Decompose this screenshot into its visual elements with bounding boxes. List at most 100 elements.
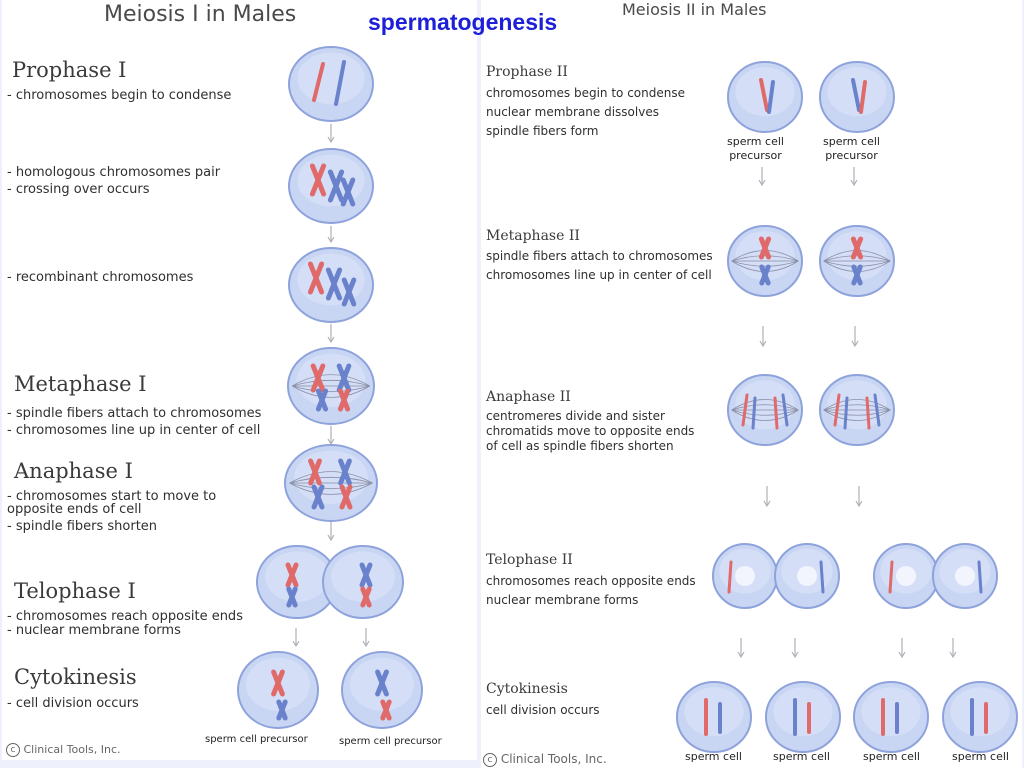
cell-highlight	[297, 52, 365, 105]
stage-description: spindle fibers attach to chromosomes chr…	[486, 247, 713, 285]
spindle-fiber	[292, 374, 370, 387]
chromosome	[819, 560, 825, 594]
credit: c Clinical Tools, Inc.	[6, 743, 121, 757]
description-line: - chromosomes begin to condense	[7, 88, 232, 103]
chromosome	[843, 396, 849, 430]
chromosome	[337, 388, 351, 412]
chromosome	[977, 560, 983, 594]
stage-name-metaphase-2: Metaphase II	[486, 228, 580, 244]
description-line: chromosomes line up in center of cell	[486, 268, 712, 282]
meiosis-2-title: Meiosis II in Males	[622, 0, 767, 19]
arrow-head	[327, 534, 335, 542]
cell-label: sperm cell precursor	[205, 734, 308, 745]
chromosome	[851, 264, 863, 286]
description-line: chromosomes begin to condense	[486, 86, 685, 100]
stage-name-cytokinesis-2: Cytokinesis	[486, 681, 568, 697]
precursor-label-line: sperm cell	[823, 135, 880, 148]
stage-description: cell division occurs	[486, 701, 600, 720]
spindle-fiber	[823, 404, 891, 411]
precursor-label-line: precursor	[729, 149, 782, 162]
chromosome	[307, 261, 325, 295]
cell-label: sperm cell precursor	[339, 736, 442, 747]
chromosome	[276, 699, 288, 721]
chromosome	[851, 78, 861, 112]
stage-name-prophase-2: Prophase II	[486, 64, 568, 80]
chromosome	[315, 388, 329, 412]
spindle-fiber	[292, 385, 370, 393]
spindle-fiber	[731, 409, 799, 421]
stage-description: - recombinant chromosomes	[7, 269, 193, 286]
arrow-head	[327, 136, 335, 144]
chromosome	[767, 80, 775, 114]
stage-description: chromosomes begin to condense nuclear me…	[486, 84, 685, 141]
spindle-fiber	[731, 404, 799, 411]
chromosome	[781, 393, 789, 427]
sperm-cell-label: sperm cell	[952, 750, 1009, 763]
description-line: - homologous chromosomes pair	[7, 165, 221, 180]
cell-highlight	[773, 687, 833, 737]
arrow-head	[758, 179, 766, 187]
stage-description: - spindle fibers attach to chromosomes -…	[7, 405, 261, 439]
credit-text: Clinical Tools, Inc.	[23, 743, 121, 756]
chromosome	[325, 267, 343, 301]
description-line: - spindle fibers shorten	[7, 519, 158, 534]
spindle-fiber	[731, 255, 799, 262]
chromosome	[334, 60, 346, 106]
precursor-label: sperm cell precursor	[727, 135, 784, 163]
description-line: centromeres divide and sister	[486, 409, 665, 423]
main-title: spermatogenesis	[368, 9, 558, 35]
nucleus	[896, 566, 916, 586]
spindle-fiber	[292, 379, 370, 387]
description-line: chromatids move to opposite ends	[486, 424, 695, 438]
spindle-fiber	[731, 409, 799, 416]
spindle-fiber	[292, 385, 370, 398]
spindle-fiber	[731, 399, 799, 411]
chromosome	[311, 484, 325, 510]
precursor-label-line: precursor	[825, 149, 878, 162]
credit: c Clinical Tools, Inc.	[483, 752, 607, 767]
stage-description: - chromosomes start to move to opposite …	[7, 490, 216, 533]
description-line: opposite ends of cell	[7, 502, 142, 517]
description-line: chromosomes reach opposite ends	[486, 574, 696, 588]
chromosome	[340, 177, 356, 207]
chromosome	[380, 699, 392, 721]
description-line: - chromosomes start to move to	[7, 489, 217, 504]
sperm-cell-label: sperm cell	[685, 750, 742, 763]
chromosome	[759, 78, 769, 112]
chromosome	[341, 277, 357, 307]
chromosome	[310, 363, 326, 393]
chromosome	[327, 169, 345, 203]
spindle-fiber	[823, 409, 891, 421]
arrow-head	[898, 651, 906, 659]
copyright-icon: c	[6, 743, 20, 757]
spindle-fiber	[823, 260, 891, 267]
nucleus	[735, 566, 755, 586]
sperm-cell-label: sperm cell	[863, 750, 920, 763]
arrow-head	[850, 179, 858, 187]
arrow-head	[791, 651, 799, 659]
arrow-head	[763, 500, 771, 508]
sperm-cell-label: sperm cell	[773, 750, 830, 763]
arrow-head	[855, 500, 863, 508]
chromosome	[338, 458, 352, 486]
description-line: of cell as spindle fibers shorten	[486, 439, 674, 453]
description-line: - cell division occurs	[7, 696, 139, 711]
arrow-head	[327, 336, 335, 344]
chromosome	[286, 586, 298, 608]
spindle-fiber	[823, 409, 891, 416]
arrow-head	[759, 340, 767, 348]
description-line: - recombinant chromosomes	[7, 270, 194, 285]
stage-name-anaphase-1: Anaphase I	[14, 459, 133, 483]
cell-highlight	[950, 687, 1010, 737]
chromosome	[339, 484, 353, 510]
stage-name-prophase-1: Prophase I	[12, 58, 127, 82]
cell-highlight	[861, 687, 921, 737]
description-line: cell division occurs	[486, 703, 600, 717]
spindle-fiber	[823, 255, 891, 262]
chromosome	[309, 163, 327, 197]
stage-description: chromosomes reach opposite ends nuclear …	[486, 572, 696, 610]
description-line: - chromosomes reach opposite ends	[7, 609, 243, 624]
chromosome	[271, 669, 285, 697]
description-line: - nuclear membrane forms	[7, 623, 181, 638]
